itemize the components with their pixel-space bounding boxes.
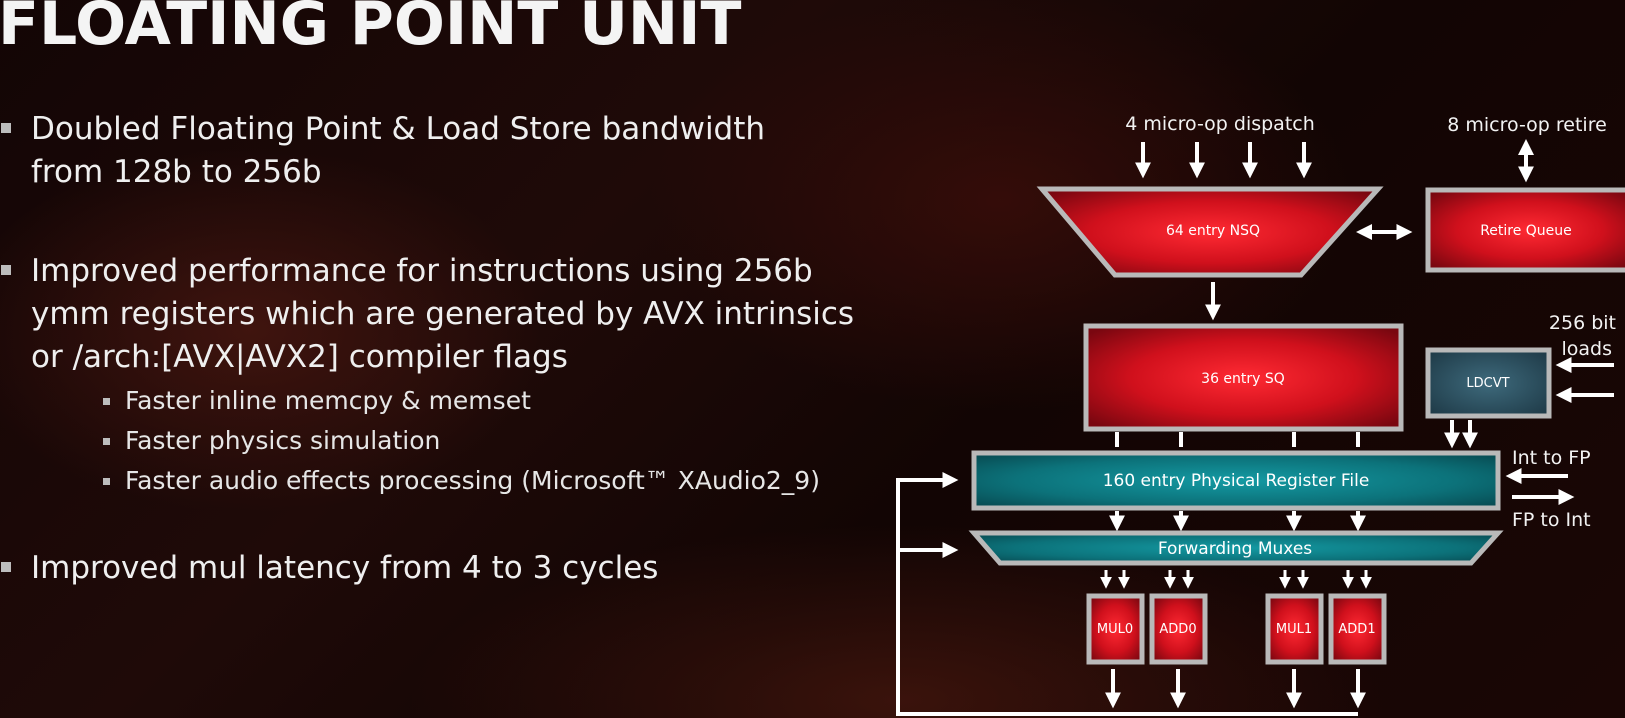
int-to-fp-label: Int to FP [1512,447,1591,469]
sub-bullet-physics: Faster physics simulation [103,426,441,456]
ldcvt-label: LDCVT [1466,376,1509,391]
bullet-text-line: Improved performance for instructions us… [31,253,813,289]
bullet-marker [1,562,11,572]
nsq-unit: 64 entry NSQ [1036,186,1384,278]
bullet-mul-latency: Improved mul latency from 4 to 3 cycles [1,547,659,590]
loads-label-line1: 256 bit [1549,312,1616,334]
bullet-text-line: Doubled Floating Point & Load Store band… [31,111,766,147]
sub-bullet-text: Faster inline memcpy & memset [125,386,531,415]
ldcvt-unit: LDCVT [1425,347,1552,419]
ldcvt-to-prf-arrows [1444,420,1478,449]
retire-label: 8 micro-op retire [1447,114,1607,136]
retire-queue-label: Retire Queue [1480,223,1572,239]
forwarding-to-exec-arrows [1100,570,1372,589]
mul0-label: MUL0 [1097,622,1133,637]
forwarding-muxes-label: Forwarding Muxes [1158,539,1312,559]
nsq-label: 64 entry NSQ [1166,223,1260,239]
load-arrows [1555,357,1614,403]
add1-unit: ADD1 [1328,593,1387,665]
retire-queue-unit: Retire Queue [1425,187,1625,273]
dispatch-arrows [1135,142,1312,179]
sq-unit: 36 entry SQ [1083,323,1404,432]
exec-output-arrows [1105,669,1366,709]
sub-bullet-marker [103,398,110,405]
sq-label: 36 entry SQ [1201,371,1285,387]
bullet-marker [1,123,11,133]
forwarding-muxes-unit: Forwarding Muxes [968,530,1504,566]
add0-unit: ADD0 [1149,593,1208,665]
add1-label: ADD1 [1338,622,1375,637]
sq-to-prf-links [1115,432,1360,447]
dispatch-label: 4 micro-op dispatch [1125,113,1315,135]
sub-bullet-marker [103,438,110,445]
sub-bullet-text: Faster physics simulation [125,426,441,455]
bullet-text-line: Improved mul latency from 4 to 3 cycles [31,550,659,586]
mul1-unit: MUL1 [1265,593,1324,665]
bullet-bandwidth: Doubled Floating Point & Load Store band… [1,108,766,194]
sub-bullet-memcpy: Faster inline memcpy & memset [103,386,531,416]
prf-to-forwarding-arrows [1109,511,1366,532]
loads-label-line2: loads [1561,338,1612,360]
bullet-text-line: ymm registers which are generated by AVX… [31,296,855,332]
bullet-marker [1,265,11,275]
sub-bullet-audio: Faster audio effects processing (Microso… [103,466,820,496]
sub-bullet-text: Faster audio effects processing (Microso… [125,466,820,495]
sub-bullet-marker [103,478,110,485]
fp-to-int-label: FP to Int [1512,509,1591,531]
prf-label: 160 entry Physical Register File [1103,471,1370,491]
bullet-text-line: or /arch:[AVX|AVX2] compiler flags [31,339,568,375]
slide-title: FLOATING POINT UNIT [0,0,742,59]
prf-unit: 160 entry Physical Register File [971,450,1501,511]
result-feedback-bus [896,472,1358,716]
mul1-label: MUL1 [1276,622,1312,637]
bullet-avx-performance: Improved performance for instructions us… [1,250,855,379]
bullet-text-line: from 128b to 256b [31,154,322,190]
add0-label: ADD0 [1159,622,1196,637]
mul0-unit: MUL0 [1086,593,1145,665]
